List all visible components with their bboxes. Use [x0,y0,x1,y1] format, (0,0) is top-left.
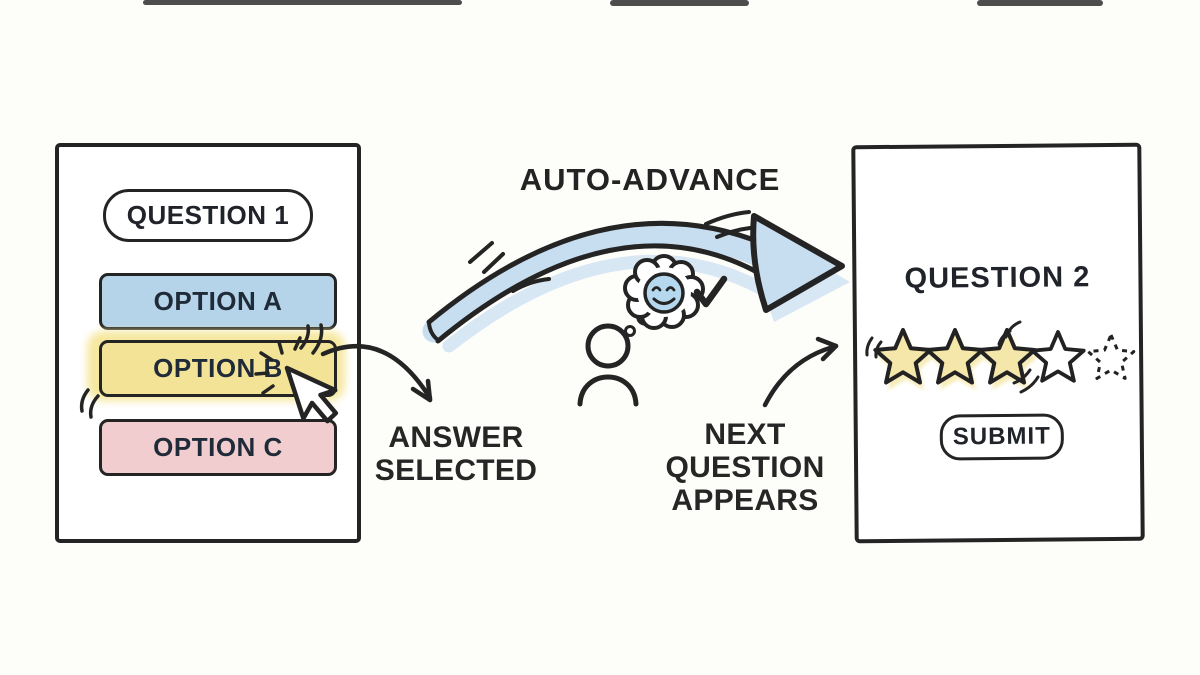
checkmark-icon [693,275,728,308]
question2-title: QUESTION 2 [904,261,1091,295]
option-b-button[interactable]: OPTION B [99,340,337,397]
option-a-button[interactable]: OPTION A [99,273,337,330]
question1-title: QUESTION 1 [103,189,313,242]
thought-bubble-icon [623,254,705,337]
smiley-icon [643,272,685,314]
star-filled-icon[interactable] [925,328,985,385]
cropped-artifact-bar [977,0,1103,6]
person-icon [577,323,639,407]
option-c-button[interactable]: OPTION C [99,419,337,476]
star-icons[interactable] [873,328,1136,391]
star-rating[interactable] [858,314,1148,406]
auto-advance-arrow-icon [422,210,850,353]
auto-advance-label: AUTO-ADVANCE [519,162,781,197]
star-filled-icon[interactable] [873,328,933,385]
star-outline-icon[interactable] [1030,330,1086,383]
answer-selected-caption: ANSWER SELECTED [374,421,538,487]
submit-button[interactable]: SUBMIT [939,413,1065,461]
cropped-artifact-bar [143,0,462,5]
next-question-caption: NEXT QUESTION APPEARS [665,418,825,517]
cropped-artifact-bar [610,0,749,6]
star-filled-icon[interactable] [977,328,1037,385]
star-dashed-icon[interactable] [1086,333,1136,380]
question1-panel: QUESTION 1 OPTION A OPTION B OPTION C [55,143,361,543]
next-question-arrow-icon [762,336,839,408]
